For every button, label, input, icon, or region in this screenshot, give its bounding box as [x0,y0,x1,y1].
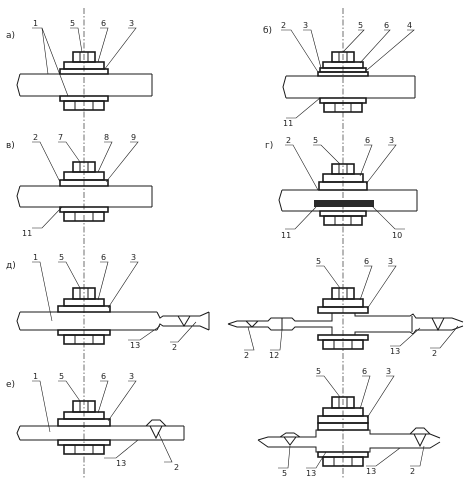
panel-d2-label-6: 13 [390,347,400,356]
panel-e2-label-5: 13 [306,469,316,478]
panel-e2-label-7: 2 [410,467,415,476]
panel-d-label-2: 5 [59,253,64,262]
panel-d-label-1: 1 [33,253,38,262]
panel-g-label-4: 3 [389,136,394,145]
panel-d-label-3: 6 [101,253,106,262]
panel-v-label-4: 9 [131,133,136,142]
panel-v-label-3: 8 [104,133,109,142]
panel-b-letter: б) [263,26,272,36]
panel-g-label-6: 10 [392,231,402,240]
panel-d2-label-5: 12 [269,351,279,360]
panel-e2-label-1: 5 [316,367,321,376]
panel-d2-label-7: 2 [432,349,437,358]
panel-d2-label-2: 6 [364,257,369,266]
panel-d-left: д) 1 5 6 3 13 2 [6,253,210,352]
panel-e-label-2: 5 [59,372,64,381]
insulating-gasket [314,200,374,207]
panel-d2-label-4: 2 [244,351,249,360]
panel-e2-label-3: 3 [386,367,391,376]
panel-e-label-4: 3 [129,372,134,381]
panel-d2-label-1: 5 [316,257,321,266]
panel-g-label-5: 11 [281,231,291,240]
panel-e-left: е) 1 5 6 3 13 2 [6,372,185,472]
panel-a-label-4: 3 [129,19,134,28]
panel-d-letter: д) [6,261,16,271]
panel-g-label-2: 5 [313,136,318,145]
panel-v-letter: в) [6,141,15,151]
panel-v: в) 2 7 8 9 11 [6,133,153,238]
panel-d-label-4: 3 [131,253,136,262]
panel-e-label-3: 6 [101,372,106,381]
panel-b-label-5: 4 [407,21,412,30]
panel-v-label-2: 7 [58,133,63,142]
panel-v-label-1: 2 [33,133,38,142]
panel-b-label-3: 5 [358,21,363,30]
panel-b-label-6: 11 [283,119,293,128]
panel-a: а) 1 5 6 3 [6,19,153,111]
panel-g-letter: г) [265,141,273,151]
panel-v-label-5: 11 [22,229,32,238]
panel-d-label-6: 2 [172,343,177,352]
panel-e-letter: е) [6,380,15,390]
panel-g: г) 2 5 6 3 11 10 [265,136,418,240]
panel-e-right: 5 6 3 5 13 13 2 [257,367,441,478]
panel-d-right: 5 6 3 2 12 13 2 [227,257,464,360]
panel-b-label-1: 2 [281,21,286,30]
panel-b: б) 2 3 5 6 4 11 [263,21,416,128]
panel-e2-label-4: 5 [282,469,287,478]
panel-e-label-5: 13 [116,459,126,468]
panel-a-label-1: 1 [33,19,38,28]
panel-a-letter: а) [6,31,15,41]
panel-b-label-4: 6 [384,21,389,30]
panel-b-label-2: 3 [303,21,308,30]
panel-e-label-6: 2 [174,463,179,472]
panel-e2-label-2: 6 [362,367,367,376]
panel-e-label-1: 1 [33,372,38,381]
panel-a-label-3: 6 [101,19,106,28]
panel-a-label-2: 5 [70,19,75,28]
panel-g-label-3: 6 [365,136,370,145]
panel-d2-label-3: 3 [388,257,393,266]
panel-g-label-1: 2 [286,136,291,145]
panel-d-label-5: 13 [130,341,140,350]
panel-e2-label-6: 13 [366,467,376,476]
